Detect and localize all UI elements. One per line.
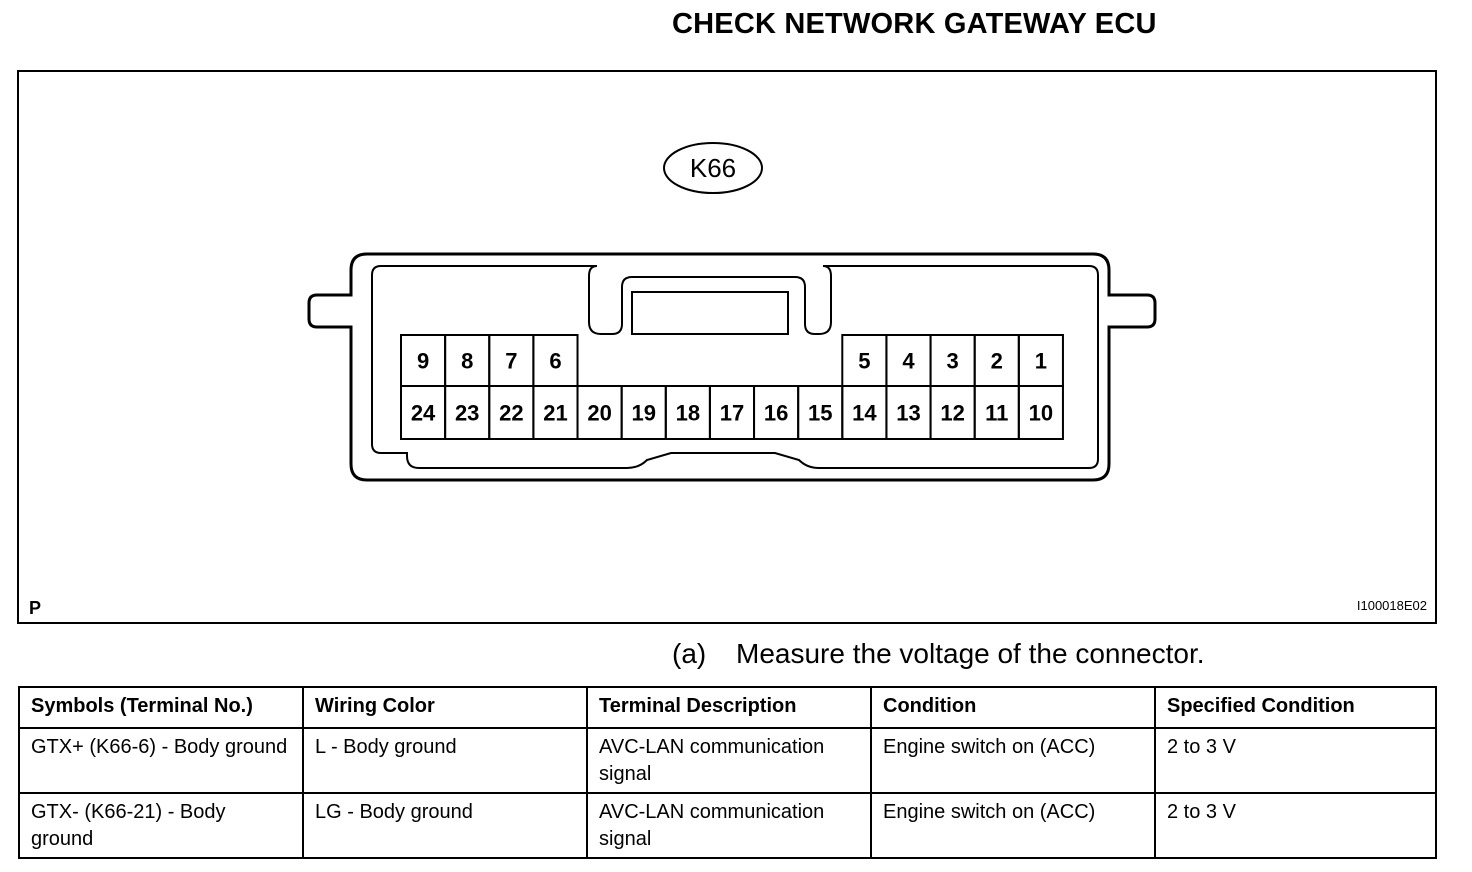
pin-cell-20: 20 [576, 385, 623, 440]
pin-number: 22 [499, 401, 523, 426]
cell-specified-condition: 2 to 3 V [1154, 792, 1437, 859]
pin-cell-4: 4 [885, 334, 932, 387]
step-text: Measure the voltage of the connector. [736, 638, 1205, 669]
pin-number: 6 [549, 349, 561, 374]
connector-label-k66: K66 [663, 142, 763, 194]
pin-number: 10 [1029, 401, 1053, 426]
pin-number: 21 [543, 401, 567, 426]
pin-cell-10: 10 [1017, 385, 1064, 440]
pin-cell-16: 16 [753, 385, 800, 440]
pin-cell-8: 8 [444, 334, 491, 387]
pin-number: 1 [1035, 349, 1047, 374]
pin-number: 16 [764, 401, 788, 426]
cell-condition: Engine switch on (ACC) [870, 792, 1156, 859]
pin-number: 5 [858, 349, 870, 374]
pin-cell-22: 22 [488, 385, 535, 440]
table-header-row: Symbols (Terminal No.) Wiring Color Term… [18, 686, 1437, 729]
pin-number: 15 [808, 401, 832, 426]
header-terminal-description: Terminal Description [586, 686, 872, 729]
pin-number: 4 [902, 349, 915, 374]
pin-cell-6: 6 [532, 334, 579, 387]
pin-number: 23 [455, 401, 479, 426]
cell-symbols: GTX- (K66-21) - Body ground [18, 792, 304, 859]
pin-number: 8 [461, 349, 473, 374]
pin-number: 2 [991, 349, 1003, 374]
cell-wiring-color: LG - Body ground [302, 792, 588, 859]
connector-lock-window [631, 291, 789, 335]
connector-housing-inner [371, 265, 1099, 469]
cell-terminal-description: AVC-LAN communication signal [586, 727, 872, 794]
cell-wiring-color: L - Body ground [302, 727, 588, 794]
pin-cell-11: 11 [973, 385, 1020, 440]
page-title: CHECK NETWORK GATEWAY ECU [672, 8, 1157, 40]
pin-cell-19: 19 [620, 385, 667, 440]
pin-number: 12 [940, 401, 964, 426]
figure-corner-letter: P [29, 598, 42, 618]
pin-cell-border [1017, 385, 1064, 440]
cell-terminal-description: AVC-LAN communication signal [586, 792, 872, 859]
pin-cell-7: 7 [488, 334, 535, 387]
step-instruction: (a) Measure the voltage of the connector. [672, 638, 1205, 670]
pin-cell-24: 24 [400, 385, 447, 440]
table-row: GTX- (K66-21) - Body ground LG - Body gr… [18, 792, 1437, 859]
connector-housing-outer [307, 252, 1157, 482]
header-condition: Condition [870, 686, 1156, 729]
pin-cell-2: 2 [973, 334, 1020, 387]
pin-cell-14: 14 [841, 385, 888, 440]
connector-label-text: K66 [690, 153, 736, 183]
pin-cell-9: 9 [400, 334, 447, 387]
pin-number: 14 [852, 401, 877, 426]
pin-number: 19 [631, 401, 655, 426]
pin-cell-18: 18 [664, 385, 711, 440]
header-symbols: Symbols (Terminal No.) [18, 686, 304, 729]
spec-table: Symbols (Terminal No.) Wiring Color Term… [18, 686, 1437, 859]
table-row: GTX+ (K66-6) - Body ground L - Body grou… [18, 727, 1437, 794]
cell-condition: Engine switch on (ACC) [870, 727, 1156, 794]
cell-symbols: GTX+ (K66-6) - Body ground [18, 727, 304, 794]
pin-cell-1: 1 [1017, 334, 1064, 387]
pin-number: 18 [676, 401, 700, 426]
pin-cell-21: 21 [532, 385, 579, 440]
pin-number: 7 [505, 349, 517, 374]
cell-specified-condition: 2 to 3 V [1154, 727, 1437, 794]
figure-id: I100018E02 [1356, 598, 1427, 613]
pin-cell-13: 13 [885, 385, 932, 440]
pin-number: 20 [587, 401, 611, 426]
header-wiring-color: Wiring Color [302, 686, 588, 729]
pin-cell-17: 17 [708, 385, 756, 440]
pin-cell-23: 23 [444, 385, 491, 440]
pin-number: 9 [417, 349, 429, 374]
pin-cell-3: 3 [929, 334, 976, 387]
pin-number: 13 [896, 401, 920, 426]
pin-number: 17 [720, 401, 744, 426]
header-specified-condition: Specified Condition [1154, 686, 1437, 729]
step-label: (a) [672, 638, 707, 669]
pin-number: 24 [411, 401, 436, 426]
pin-cell-12: 12 [929, 385, 976, 440]
pin-cell-15: 15 [797, 385, 844, 440]
pin-number: 11 [985, 401, 1008, 426]
pin-cell-5: 5 [841, 334, 888, 387]
pin-number: 3 [947, 349, 959, 374]
